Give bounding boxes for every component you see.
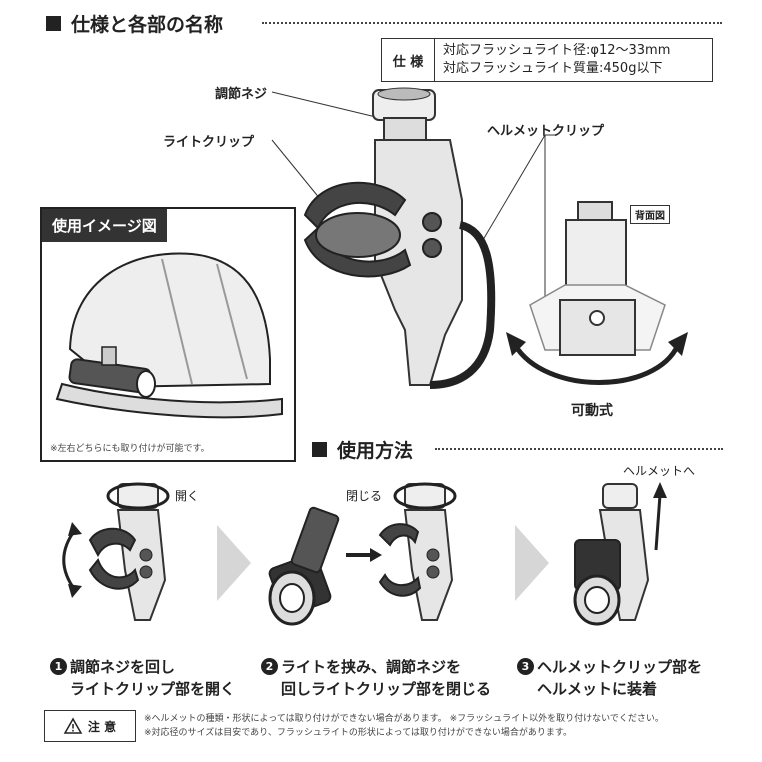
usage-divider bbox=[435, 448, 723, 450]
spec-mass: 対応フラッシュライト質量:450g以下 bbox=[443, 61, 663, 76]
step-line: 調節ネジを回し bbox=[70, 658, 176, 676]
step-number: 1 bbox=[50, 658, 67, 675]
spec-section-title: 仕様と各部の名称 bbox=[71, 14, 224, 36]
step-number: 3 bbox=[517, 658, 534, 675]
spec-section-header: 仕様と各部の名称 bbox=[46, 10, 223, 37]
usage-steps-diagram bbox=[62, 482, 667, 626]
step-line: ライトクリップ部を開く bbox=[70, 680, 236, 698]
caution-line-1: ※ヘルメットの種類・形状によっては取り付けができない場合があります。 ※フラッシ… bbox=[144, 714, 664, 724]
spec-diameter: 対応フラッシュライト径:φ12～33mm bbox=[443, 43, 671, 58]
label-adjust-screw: 調節ネジ bbox=[215, 87, 268, 102]
caution-text: ※ヘルメットの種類・形状によっては取り付けができない場合があります。 ※フラッシ… bbox=[144, 712, 754, 740]
caution-box: 注 意 bbox=[44, 710, 136, 742]
caution-line-2: ※対応径のサイズは目安であり、フラッシュライトの形状によっては取り付けができない… bbox=[144, 728, 573, 738]
label-movable: 可動式 bbox=[571, 403, 613, 419]
step-line: 回しライトクリップ部を閉じる bbox=[281, 680, 492, 698]
label-close: 閉じる bbox=[346, 489, 383, 503]
label-back-view: 背面図 bbox=[630, 205, 670, 224]
step-chevron-icon bbox=[515, 525, 549, 601]
section-square-icon bbox=[46, 16, 61, 31]
helmet-illustration bbox=[55, 252, 283, 419]
step-line: ライトを挟み、調節ネジを bbox=[281, 658, 462, 676]
label-helmet-clip: ヘルメットクリップ bbox=[487, 124, 605, 139]
section-square-icon bbox=[312, 442, 327, 457]
label-to-helmet: ヘルメットへ bbox=[623, 464, 696, 478]
header-divider bbox=[262, 22, 722, 24]
step-line: ヘルメットに装着 bbox=[537, 680, 658, 698]
product-diagram bbox=[271, 87, 688, 389]
spec-key: 仕 様 bbox=[382, 39, 435, 81]
label-open: 開く bbox=[175, 489, 200, 503]
spec-box: 仕 様 対応フラッシュライト径:φ12～33mm 対応フラッシュライト質量:45… bbox=[381, 38, 713, 82]
caution-label: 注 意 bbox=[87, 719, 117, 734]
usage-image-title: 使用イメージ図 bbox=[42, 209, 167, 242]
step-chevron-icon bbox=[217, 525, 251, 601]
label-light-clip: ライトクリップ bbox=[163, 135, 255, 150]
usage-image-note: ※左右どちらにも取り付けが可能です。 bbox=[50, 444, 210, 454]
usage-section-header: 使用方法 bbox=[312, 436, 413, 463]
usage-image-panel: 使用イメージ図 ※左右どちらにも取り付けが可能です。 bbox=[40, 207, 296, 462]
warning-icon bbox=[63, 717, 83, 734]
step-line: ヘルメットクリップ部を bbox=[537, 658, 703, 676]
usage-section-title: 使用方法 bbox=[337, 440, 414, 462]
step-number: 2 bbox=[261, 658, 278, 675]
